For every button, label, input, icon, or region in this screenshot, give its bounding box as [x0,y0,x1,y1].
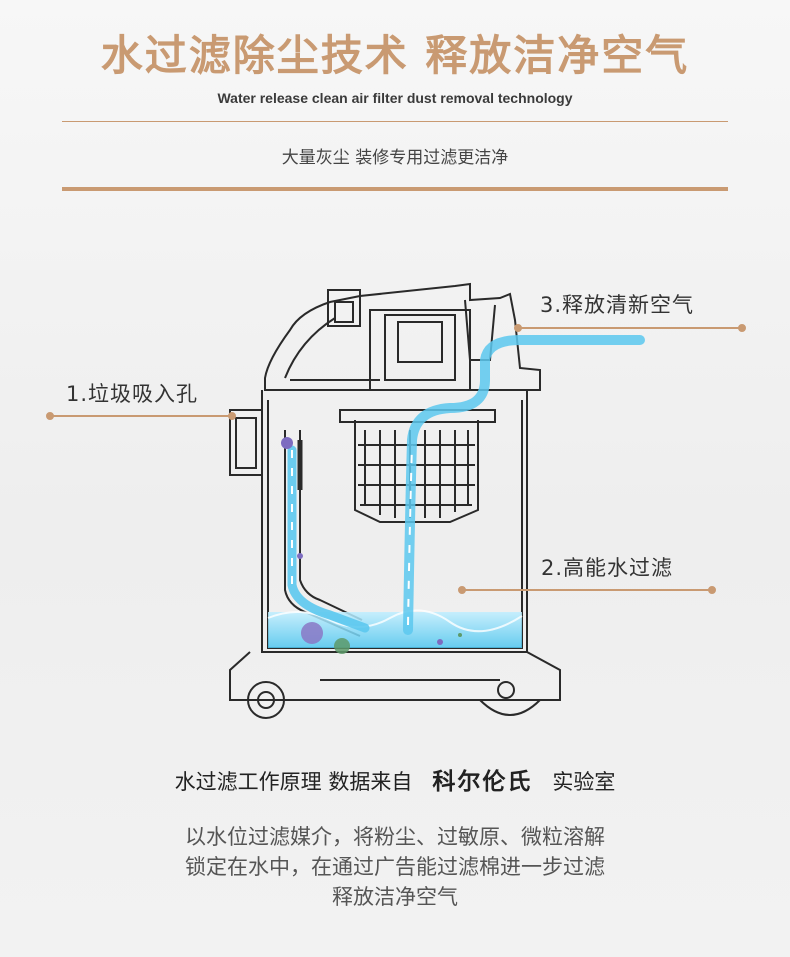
english-subtitle: Water release clean air filter dust remo… [217,90,573,106]
airflow-in [155,435,370,633]
vacuum-diagram: 1.垃圾吸入孔 2.高能水过滤 3.释放清新空气 [0,260,790,730]
description: 以水位过滤媒介，将粉尘、过敏原、微粒溶解 锁定在水中，在通过广告能过滤棉进一步过… [0,822,790,912]
airflow-out [403,335,645,635]
divider-thin [62,121,728,122]
dust-particles [281,437,462,654]
tank-body [229,282,561,719]
page-title: 水过滤除尘技术 释放洁净空气 [100,31,690,80]
callout-lines [46,324,746,594]
callout-intake: 1.垃圾吸入孔 [66,382,199,406]
description-line: 以水位过滤媒介，将粉尘、过敏原、微粒溶解 [185,825,605,849]
description-line: 锁定在水中，在通过广告能过滤棉进一步过滤 [185,855,605,879]
principle-heading-suffix: 实验室 [552,770,616,794]
vacuum-illustration [46,282,746,719]
divider-thick [62,187,728,191]
principle-heading-prefix: 水过滤工作原理 数据来自 [174,770,413,794]
tagline: 大量灰尘 装修专用过滤更洁净 [281,148,509,168]
description-line: 释放洁净空气 [332,885,458,909]
callout-water-filter: 2.高能水过滤 [541,556,674,580]
callout-clean-air: 3.释放清新空气 [540,293,695,317]
brand-name: 科尔伦氏 [432,769,533,795]
principle-heading: 水过滤工作原理 数据来自科尔伦氏实验室 [0,762,790,796]
